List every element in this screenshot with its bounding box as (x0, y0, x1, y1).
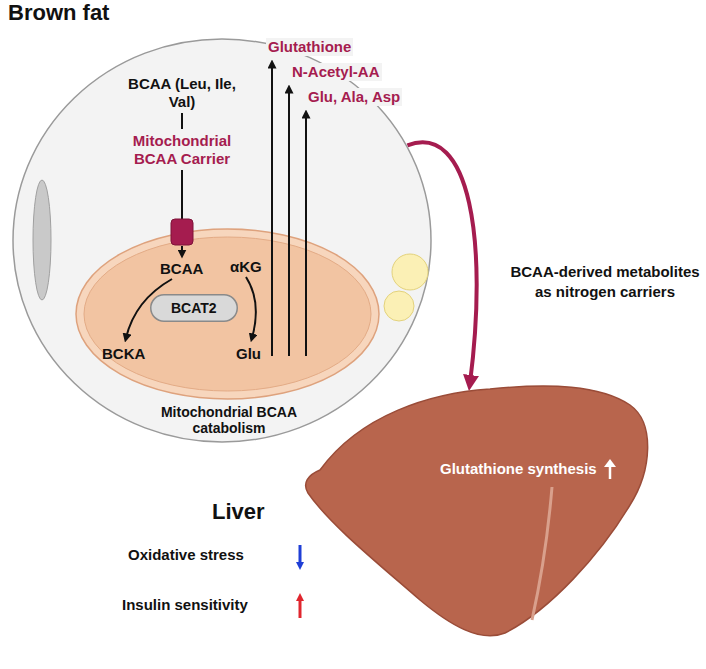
pathway-arrow (246, 277, 256, 338)
organ-title: Liver (212, 503, 265, 521)
pathway-arrow (271, 64, 273, 356)
enzyme-name: BCAT2 (171, 299, 217, 317)
up-arrow (299, 597, 302, 618)
lipid-droplet (392, 254, 428, 290)
metabolite-label: Glu (236, 345, 261, 363)
product-label: Glutathione (266, 38, 353, 56)
pathway-arrow (305, 114, 307, 356)
liver-organ: LiverGlutathione synthesis (300, 375, 655, 645)
cell-outline: Brown fatBCAA (Leu, Ile, Val)Mitochondri… (12, 38, 432, 443)
compartment-label: Mitochondrial BCAA catabolism (150, 404, 308, 436)
liver-effect: Glutathione synthesis (440, 460, 597, 478)
metabolite-label: αKG (230, 258, 262, 276)
carrier-label: Mitochondrial BCAA Carrier (112, 132, 252, 168)
pathway-arrow (181, 170, 183, 219)
effect-label: Oxidative stress (128, 546, 244, 564)
metabolite-label: BCAA (160, 260, 203, 278)
product-label: N-Acetyl-AA (290, 63, 382, 81)
metabolite-label: BCKA (102, 345, 145, 363)
cell-title: Brown fat (8, 4, 109, 22)
organelle (33, 180, 51, 300)
carrier-symbol (171, 219, 193, 245)
edge-label: BCAA-derived metabolites as nitrogen car… (508, 262, 702, 302)
pathway-arrow (181, 113, 183, 129)
lipid-droplet (384, 291, 414, 321)
substrate-label: BCAA (Leu, Ile, Val) (122, 75, 242, 111)
liver-organ (300, 375, 655, 645)
product-label: Glu, Ala, Asp (306, 88, 402, 106)
mitochondrion: BCAAαKGBCKAGluMitochondrial BCAA catabol… (75, 228, 380, 400)
effect-label: Insulin sensitivity (122, 596, 248, 614)
enzyme-pill: BCAT2 (150, 294, 238, 322)
ligament (532, 487, 552, 620)
down-arrow (299, 545, 302, 566)
pathway-arrow (181, 246, 183, 254)
pathway-arrow (288, 89, 290, 356)
increase-arrow (603, 458, 617, 480)
